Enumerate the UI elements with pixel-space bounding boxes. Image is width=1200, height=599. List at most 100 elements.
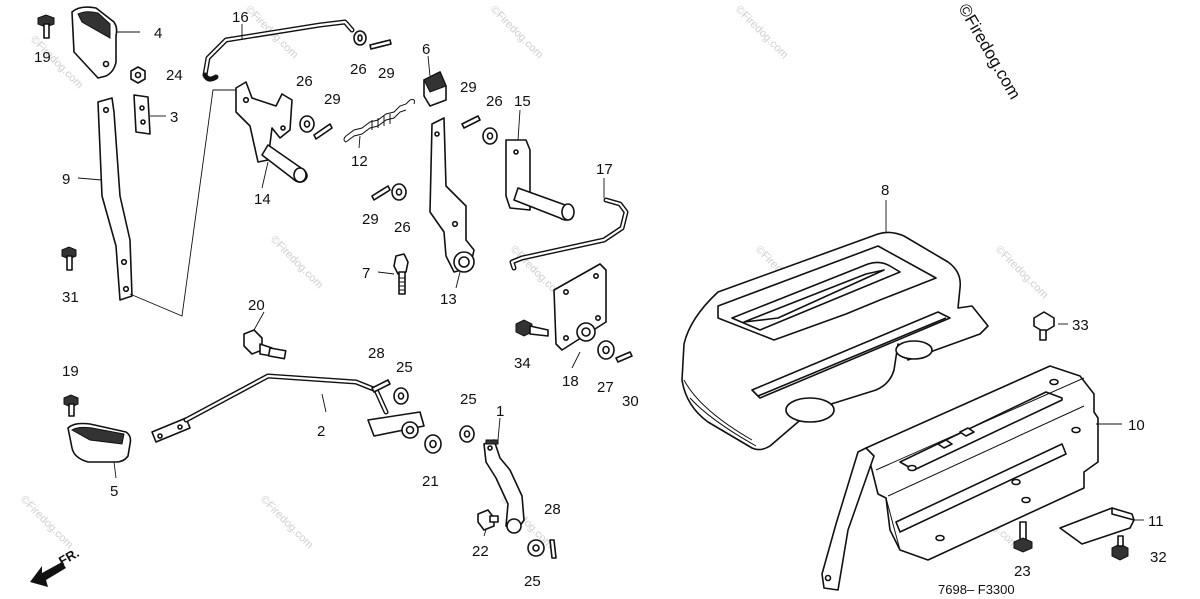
part-24-nut	[130, 66, 146, 84]
watermark: ©Firedog.com	[258, 494, 315, 551]
leader-lines	[77, 24, 1144, 537]
part-28-pin	[549, 539, 557, 559]
part-29-pin	[369, 39, 392, 50]
callout-27: 27	[597, 379, 614, 396]
callout-14: 14	[254, 191, 271, 208]
callout-24: 24	[166, 67, 183, 84]
callout-16: 16	[232, 9, 249, 26]
callout-19-bottom: 19	[62, 363, 79, 380]
part-2-rod	[151, 373, 425, 443]
callout-4: 4	[154, 25, 162, 42]
part-11-plate	[1059, 507, 1135, 545]
callout-29-b: 29	[324, 91, 341, 108]
part-21-washer	[424, 434, 442, 454]
callout-29-a: 29	[378, 65, 395, 82]
callout-26-b: 26	[296, 73, 313, 90]
assembly-line	[129, 89, 236, 317]
callout-29-c: 29	[460, 79, 477, 96]
callout-3: 3	[170, 109, 178, 126]
part-16-rod	[202, 19, 355, 82]
watermark: ©Firedog.com	[993, 244, 1050, 301]
callout-6: 6	[422, 41, 430, 58]
callout-26-c: 26	[486, 93, 503, 110]
callout-25-a: 25	[396, 359, 413, 376]
front-direction-marker: FR.	[30, 545, 82, 587]
part-25-washer	[459, 425, 475, 443]
watermark: ©Firedog.com	[488, 4, 545, 61]
callout-18: 18	[562, 373, 579, 390]
watermark: ©Firedog.com	[268, 234, 325, 291]
part-29-pin	[371, 185, 391, 201]
watermark: ©Firedog.com	[733, 4, 790, 61]
callout-19-top: 19	[34, 49, 51, 66]
part-4-knob	[71, 6, 118, 79]
part-26-washer	[353, 30, 367, 46]
part-27-washer	[597, 340, 615, 360]
callout-10: 10	[1128, 417, 1145, 434]
part-23-screw	[1013, 521, 1033, 553]
callout-30: 30	[622, 393, 639, 410]
part-32-bolt	[1111, 535, 1129, 561]
callout-28-b: 28	[544, 501, 561, 518]
part-10-bracket	[821, 365, 1099, 591]
callout-1: 1	[496, 403, 504, 420]
watermark: ©Firedog.com	[18, 494, 75, 551]
part-26-washer	[391, 183, 407, 201]
callout-32: 32	[1150, 549, 1167, 566]
callout-26-a: 26	[350, 61, 367, 78]
part-14-bracket	[235, 81, 308, 183]
callout-25-c: 25	[524, 573, 541, 590]
callout-31: 31	[62, 289, 79, 306]
callout-12: 12	[351, 153, 368, 170]
part-29-pin	[313, 123, 333, 140]
part-8-cover	[681, 231, 989, 451]
part-31-bolt	[61, 246, 77, 271]
callout-34: 34	[514, 355, 531, 372]
part-17-rod	[509, 197, 629, 271]
part-15-bracket	[505, 139, 575, 221]
part-3-plate	[133, 94, 151, 135]
part-20-bolt	[243, 329, 287, 360]
part-12-spring	[343, 99, 415, 143]
copyright-text: ©Firedog.com	[955, 1, 1025, 103]
part-30-pin	[615, 351, 633, 363]
callout-13: 13	[440, 291, 457, 308]
callout-23: 23	[1014, 563, 1031, 580]
front-arrow-icon	[30, 562, 66, 587]
callout-9: 9	[62, 171, 70, 188]
callout-26-d: 26	[394, 219, 411, 236]
callout-17: 17	[596, 161, 613, 178]
callout-22: 22	[472, 543, 489, 560]
part-22-bolt	[477, 509, 499, 531]
part-1-lever	[483, 439, 525, 534]
part-7-screw	[393, 253, 409, 295]
diagram-code: 7698– F3300	[938, 582, 1015, 597]
callout-29-d: 29	[362, 211, 379, 228]
part-9-lever-arm	[97, 97, 133, 301]
callout-28-a: 28	[368, 345, 385, 362]
callout-7: 7	[362, 265, 370, 282]
callout-labels: 1 2 3 4 5 6 7 8 9 10 11 12 13 14 15 16 1…	[34, 9, 1167, 590]
part-5-knob	[67, 422, 132, 463]
part-18-plate	[553, 263, 607, 351]
callout-25-b: 25	[460, 391, 477, 408]
part-25-washer	[393, 387, 409, 405]
part-25-washer	[527, 539, 545, 557]
part-33-bolt	[1033, 311, 1055, 341]
callout-21: 21	[422, 473, 439, 490]
part-26-washer	[482, 127, 498, 145]
part-19-bolt-bottom	[63, 394, 79, 417]
callout-5: 5	[110, 483, 118, 500]
callout-8: 8	[881, 182, 889, 199]
part-6-block	[423, 71, 447, 107]
callout-20: 20	[248, 297, 265, 314]
part-26-washer	[299, 115, 315, 133]
callout-15: 15	[514, 93, 531, 110]
part-29-pin	[461, 115, 481, 129]
callout-33: 33	[1072, 317, 1089, 334]
part-19-bolt-top	[37, 14, 55, 39]
part-34-bolt	[515, 319, 549, 337]
callout-11: 11	[1148, 513, 1164, 530]
callout-2: 2	[317, 423, 325, 440]
